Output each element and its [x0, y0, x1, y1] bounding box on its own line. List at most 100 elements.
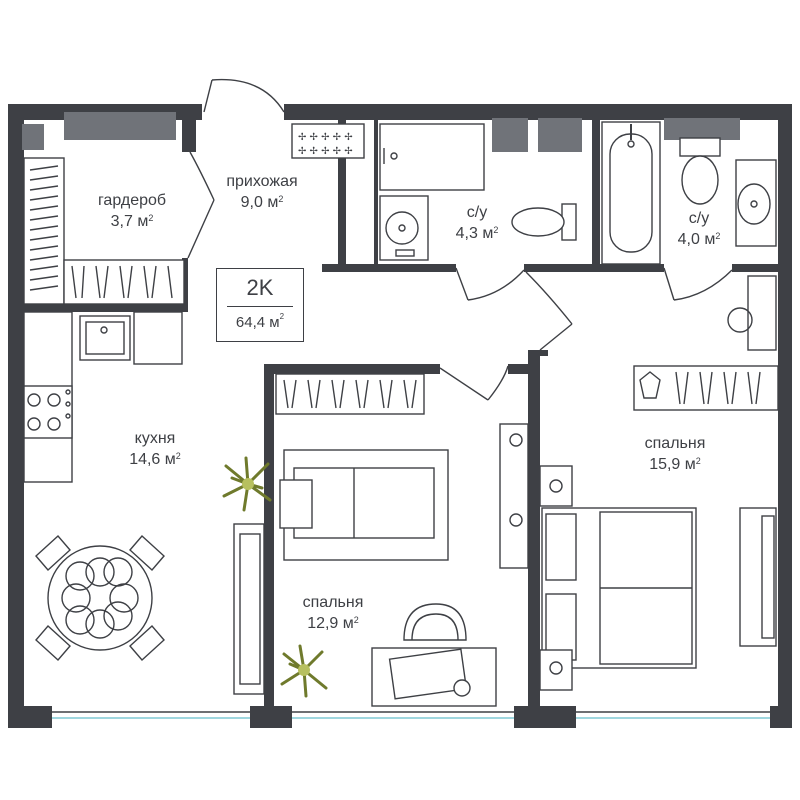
plant-icon — [222, 456, 272, 512]
room-label-bedroom-1: спальня 12,9 м2 — [278, 592, 388, 634]
wall-right — [778, 104, 792, 728]
room-area: 15,9 м — [649, 456, 696, 473]
room-name: кухня — [134, 430, 176, 447]
window-icon — [22, 124, 44, 150]
room-label-wardrobe: гардероб 3,7 м2 — [80, 190, 184, 232]
sink-icon — [379, 195, 429, 261]
door-swing-icon — [439, 365, 509, 401]
wall-wc1-bottom — [322, 264, 456, 272]
apartment-type: 2K — [246, 275, 274, 300]
window-icon — [538, 118, 582, 152]
room-area: 9,0 м — [240, 194, 279, 211]
nightstand-icon — [539, 465, 573, 691]
doors — [187, 78, 733, 401]
sink-icon — [735, 159, 777, 247]
unit-superscript: 2 — [715, 231, 721, 241]
badge-divider — [227, 306, 293, 307]
wall-bedroom-divider — [528, 350, 540, 708]
wall-bedroom1-left — [264, 364, 274, 708]
svg-text:✢ ✢ ✢ ✢ ✢: ✢ ✢ ✢ ✢ ✢ — [298, 146, 353, 157]
room-name: спальня — [302, 594, 364, 611]
bedroom-1 — [233, 373, 529, 707]
fridge — [133, 311, 183, 365]
window-icon — [64, 112, 176, 140]
tv-icon — [739, 507, 777, 647]
door-swing-icon — [203, 78, 285, 113]
room-area: 4,0 м — [677, 231, 716, 248]
wall-bedroom1-top — [264, 364, 440, 374]
unit-superscript: 2 — [493, 225, 499, 235]
room-area: 4,3 м — [455, 225, 494, 242]
door-swing-icon — [525, 271, 573, 351]
walls — [8, 104, 792, 728]
window-icon — [664, 118, 740, 140]
windows — [22, 112, 770, 719]
wardrobe-icon — [275, 373, 425, 415]
bedroom-2 — [539, 365, 779, 691]
sofa-icon — [233, 523, 265, 695]
wall-bedroom2-top — [540, 350, 548, 356]
room-area: 12,9 м — [307, 615, 354, 632]
room-name: прихожая — [226, 173, 298, 190]
desk-icon — [371, 647, 497, 707]
toilet-icon — [679, 137, 721, 205]
door-swing-icon — [663, 267, 733, 301]
shower-icon — [379, 123, 485, 191]
door-swing-icon — [187, 151, 215, 259]
wall-wc1-left — [338, 120, 346, 268]
room-area: 14,6 м — [129, 451, 176, 468]
wall-shower-right — [374, 120, 378, 268]
wall-left — [8, 104, 24, 728]
dining-table-icon — [47, 545, 153, 651]
wall-bottom-right — [770, 706, 792, 728]
chair-icon — [403, 603, 467, 641]
stove-icon — [23, 385, 73, 439]
wall-wc-divider — [592, 120, 600, 272]
tv-icon — [499, 423, 529, 569]
wall-bedroom-divider-top — [508, 364, 528, 374]
svg-text:✢ ✢ ✢ ✢ ✢: ✢ ✢ ✢ ✢ ✢ — [298, 132, 353, 143]
wall-wc1-bottom-right — [524, 264, 664, 272]
room-label-hallway: прихожая 9,0 м2 — [210, 171, 314, 213]
unit-superscript: 2 — [278, 194, 284, 204]
room-name: с/у — [688, 210, 710, 227]
unit-superscript: 2 — [695, 456, 701, 466]
bathtub-icon — [601, 121, 661, 265]
apartment-total-area: 64,4 м2 — [217, 312, 303, 331]
wall-wardrobe-inner — [182, 258, 188, 312]
plant-icon — [280, 644, 328, 698]
sink-icon — [79, 315, 131, 361]
wall-bottom-mid — [250, 706, 292, 728]
wall-kitchen-top — [24, 304, 186, 312]
wardrobe-icon — [633, 365, 779, 411]
wall-wc2-bottom-right — [732, 264, 778, 272]
unit-superscript: 2 — [148, 213, 154, 223]
bed-icon — [279, 449, 449, 561]
total-area-value: 64,4 м — [235, 314, 280, 331]
kitchen — [23, 311, 272, 662]
room-label-bedroom-2: спальня 15,9 м2 — [620, 433, 730, 475]
wall-top-right — [284, 104, 792, 120]
room-label-bathroom-2: с/у 4,0 м2 — [654, 208, 744, 250]
door-swing-icon — [455, 267, 525, 301]
apartment-badge: 2K 64,4 м2 — [216, 268, 304, 342]
room-name: гардероб — [97, 192, 167, 209]
wardrobe-icon — [23, 157, 185, 305]
wall-wardrobe-right — [182, 104, 196, 152]
unit-superscript: 2 — [353, 615, 359, 625]
toilet-icon — [511, 203, 577, 241]
room-name: спальня — [644, 435, 706, 452]
room-label-bathroom-1: с/у 4,3 м2 — [432, 202, 522, 244]
sink-icon — [727, 275, 777, 351]
wall-bottom-left — [8, 706, 52, 728]
unit-superscript: 2 — [279, 312, 285, 321]
shoe-rack: ✢ ✢ ✢ ✢ ✢ ✢ ✢ ✢ ✢ ✢ — [291, 123, 365, 159]
room-name: с/у — [466, 204, 488, 221]
chair-icon — [35, 534, 165, 662]
bed-icon — [541, 507, 697, 669]
room-area: 3,7 м — [110, 213, 149, 230]
window-icon — [492, 118, 528, 152]
unit-superscript: 2 — [175, 451, 181, 461]
room-label-kitchen: кухня 14,6 м2 — [100, 428, 210, 470]
